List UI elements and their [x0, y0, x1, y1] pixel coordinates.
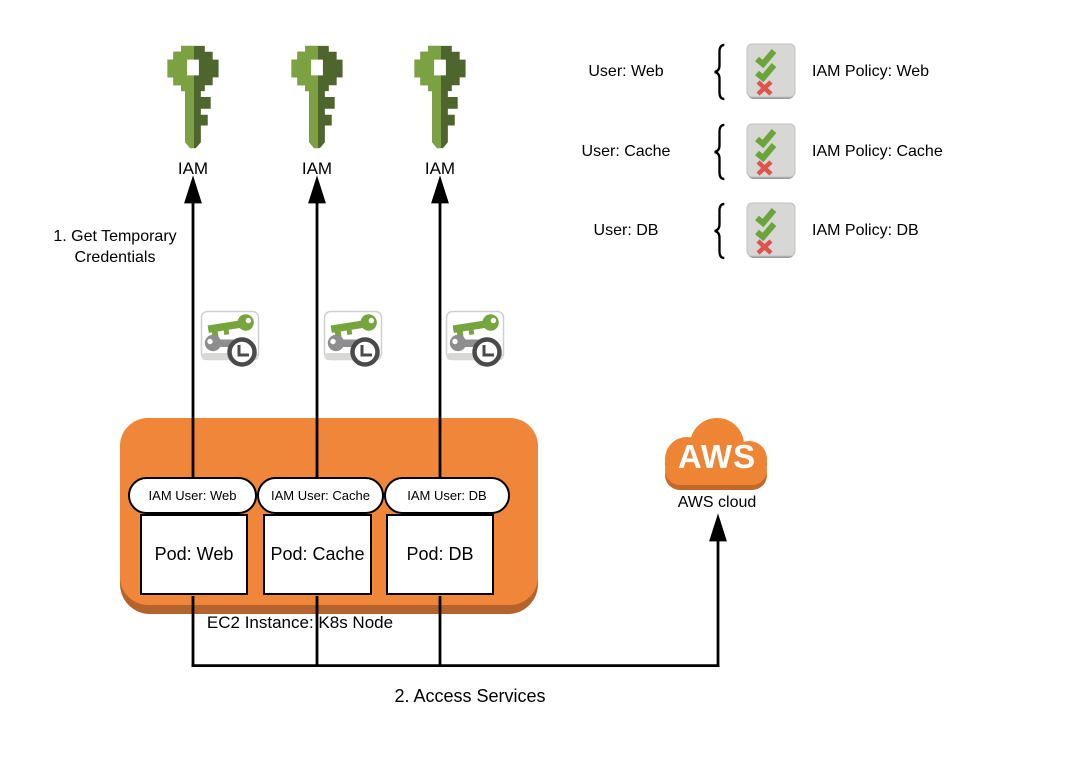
- iam-policy-checklist-icon: [746, 202, 796, 258]
- policy-label: IAM Policy: DB: [812, 222, 919, 239]
- brace-icon: [714, 43, 725, 101]
- temporary-credentials-icon: [323, 310, 383, 367]
- iam-key-icon: [414, 45, 466, 149]
- iam-key-label: IAM: [177, 159, 209, 178]
- iam-user-oval-web: IAM User: Web: [128, 477, 257, 514]
- pod-box-cache: Pod: Cache: [263, 514, 372, 595]
- temporary-credentials-icon: [445, 310, 505, 367]
- brace-icon: [714, 123, 725, 181]
- policy-label: IAM Policy: Web: [812, 63, 930, 80]
- aws-logo-text: AWS: [677, 438, 757, 475]
- iam-policy-checklist-icon: [746, 43, 796, 99]
- green-key: [207, 314, 254, 339]
- arrowhead-cache-to-iam: [308, 175, 326, 204]
- iam-user-oval-db: IAM User: DB: [384, 477, 510, 514]
- policy-label: IAM Policy: Cache: [812, 143, 943, 160]
- aws-cloud: AWS: [655, 411, 779, 499]
- cloud-icon: [665, 418, 767, 490]
- policy-row-cache: User: Cache IAM Policy: Cache: [560, 123, 980, 181]
- user-label: User: Web: [588, 63, 664, 80]
- iam-policy-checklist-icon: [746, 123, 796, 179]
- clock: [227, 337, 257, 367]
- user-label: User: DB: [593, 222, 659, 239]
- pod-box-web: Pod: Web: [140, 514, 248, 595]
- temporary-credentials-icon: [200, 310, 260, 367]
- arrowhead-db-to-iam: [431, 175, 449, 204]
- iam-user-oval-cache: IAM User: Cache: [257, 477, 384, 514]
- get-credentials-arrows: [184, 175, 449, 478]
- step2-annotation: 2. Access Services: [394, 686, 546, 706]
- policy-row-web: User: Web IAM Policy: Web: [560, 43, 980, 101]
- iam-key-group-web: IAM: [153, 38, 233, 179]
- ec2-node-content: IAM User: Web IAM User: Cache IAM User: …: [120, 418, 538, 614]
- ec2-node-label: EC2 Instance: K8s Node: [206, 613, 394, 632]
- arrowhead-web-to-iam: [184, 175, 202, 204]
- iam-key-group-db: IAM: [400, 38, 480, 179]
- iam-key-label: IAM: [301, 159, 333, 178]
- iam-key-icon: [167, 45, 219, 149]
- iam-key-group-cache: IAM: [277, 38, 357, 179]
- access-services-path: [191, 513, 727, 667]
- pod-box-db: Pod: DB: [386, 514, 494, 595]
- arrowhead-to-cloud: [709, 513, 727, 542]
- policy-row-db: User: DB IAM Policy: DB: [560, 202, 980, 260]
- step1-annotation: 1. Get Temporary Credentials: [53, 228, 177, 266]
- iam-key-label: IAM: [424, 159, 456, 178]
- user-label: User: Cache: [581, 143, 671, 160]
- aws-cloud-label: AWS cloud: [677, 494, 757, 511]
- iam-key-icon: [291, 45, 343, 149]
- brace-icon: [714, 202, 725, 260]
